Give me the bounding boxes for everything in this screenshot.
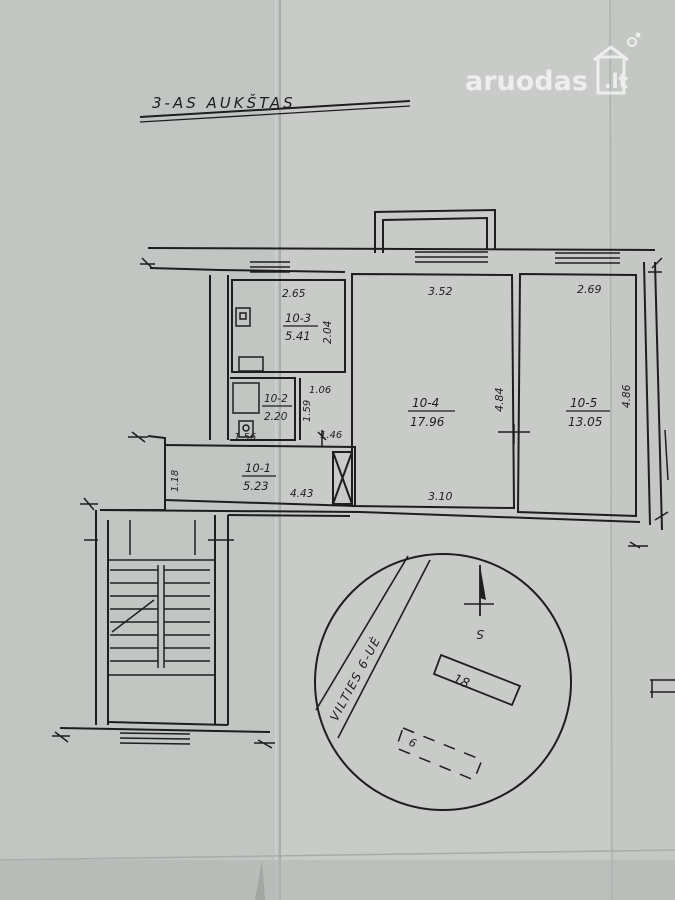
dim-2-04: 2.04	[322, 321, 334, 344]
apartment-walls	[59, 208, 663, 733]
watermark-tld: .lt	[604, 69, 628, 93]
svg-text:13.05: 13.05	[568, 415, 602, 429]
staircase	[108, 520, 215, 676]
watermark-brand: aruodas	[465, 66, 588, 97]
room-10-5-label: 10-5 13.05	[566, 396, 610, 429]
svg-text:10-1: 10-1	[245, 461, 271, 475]
north-arrow-icon	[464, 565, 494, 616]
plan-title-block: 3-AS AUKŠTAS	[139, 93, 411, 123]
dim-2-65: 2.65	[282, 288, 306, 300]
room-10-4-label: 10-4 17.96	[408, 396, 455, 429]
room-10-2-label: 10-2 2.20	[262, 393, 292, 423]
dim-1-46: 1.46	[320, 430, 342, 441]
floor-title: 3-AS AUKŠTAS	[152, 93, 296, 112]
street-line-b	[337, 559, 431, 739]
dim-1-59: 1.59	[302, 400, 313, 422]
svg-text:10-4: 10-4	[412, 396, 439, 410]
svg-text:10-3: 10-3	[285, 311, 311, 325]
windows	[119, 251, 620, 745]
dim-3-10: 3.10	[428, 490, 453, 503]
svg-text:2.20: 2.20	[264, 411, 288, 423]
fixtures	[232, 307, 264, 438]
dim-4-86: 4.86	[621, 384, 633, 408]
site-plan-circle	[314, 553, 572, 811]
room-labels: 10-3 5.41 10-2 2.20 10-4 17.96 10-5 13.0…	[242, 311, 610, 493]
dim-2-69: 2.69	[577, 283, 602, 296]
svg-text:10-2: 10-2	[264, 393, 288, 405]
room-10-1-label: 10-1 5.23	[242, 461, 276, 493]
dimension-labels: 2.65 2.04 1.06 1.59 1.56 1.46 1.18 4.43 …	[170, 283, 633, 503]
north-label: S	[476, 627, 484, 641]
dim-4-84: 4.84	[493, 388, 506, 413]
house-logo-icon	[593, 32, 641, 95]
dim-1-18: 1.18	[170, 470, 181, 492]
dim-4-43: 4.43	[290, 488, 313, 500]
building-number: 18	[451, 672, 472, 692]
outbuilding-6: 6	[395, 727, 483, 781]
edge-fragments	[650, 429, 675, 698]
dim-1-56: 1.56	[234, 432, 256, 443]
svg-text:10-5: 10-5	[570, 396, 597, 410]
svg-text:17.96: 17.96	[410, 415, 445, 429]
building-18: 18	[432, 653, 522, 707]
aruodas-watermark: aruodas .lt	[465, 32, 641, 97]
street-line-a	[315, 555, 409, 711]
svg-text:5.41: 5.41	[285, 329, 311, 343]
dim-3-52: 3.52	[428, 285, 453, 298]
dim-1-06: 1.06	[309, 385, 331, 396]
dimension-ticks	[52, 257, 669, 749]
room-10-3-label: 10-3 5.41	[283, 311, 318, 343]
svg-text:5.23: 5.23	[243, 479, 269, 493]
outbuilding-label: 6	[407, 736, 418, 751]
